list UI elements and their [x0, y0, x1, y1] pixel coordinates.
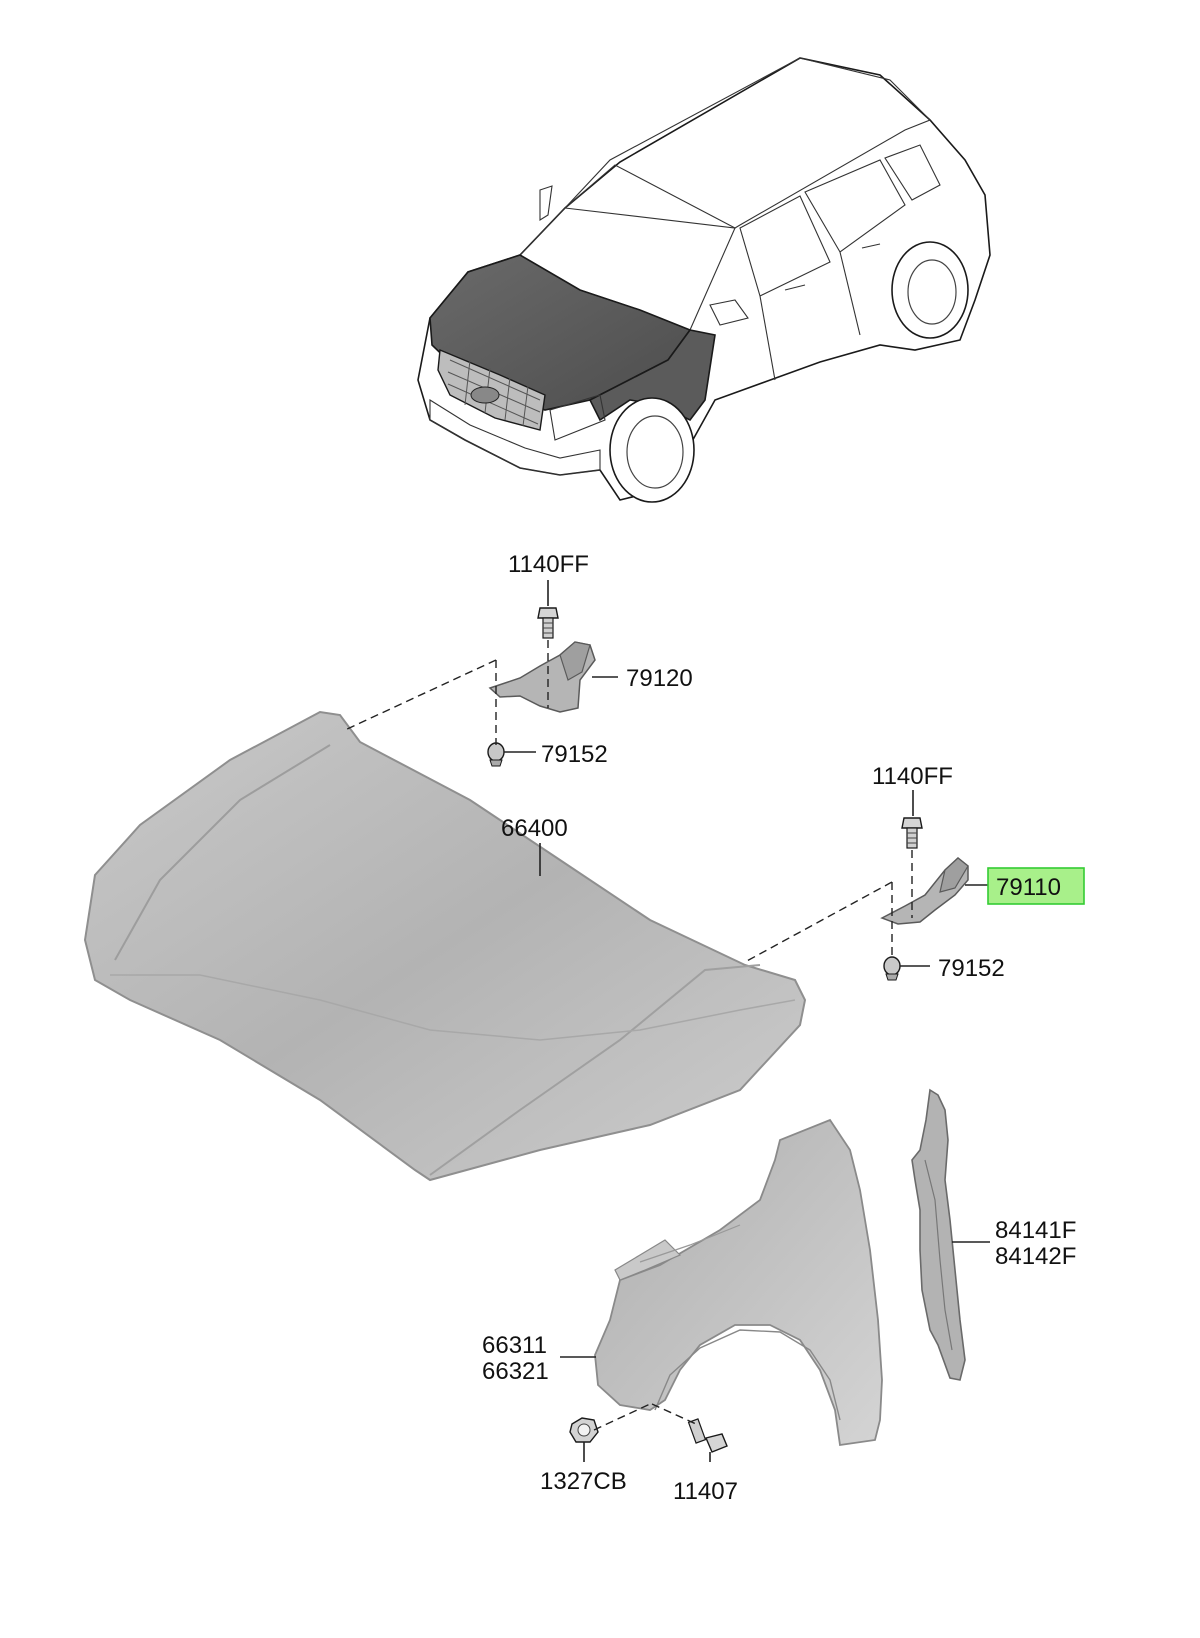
hex-bolt-icon [537, 607, 559, 639]
callout-66400[interactable]: 66400 [501, 815, 568, 842]
flange-bolt-icon [487, 742, 505, 767]
front-fender [594, 1118, 883, 1447]
leader-lines [504, 580, 990, 1462]
callout-79110-highlight [987, 867, 1085, 905]
callout-11407[interactable]: 11407 [673, 1478, 738, 1505]
fender-insulator [911, 1088, 966, 1381]
callout-66311[interactable]: 66311 [482, 1332, 547, 1359]
fender-bolt-icon [687, 1418, 728, 1453]
callout-1140ff-left[interactable]: 1140FF [508, 551, 589, 578]
hex-bolt-icon [901, 817, 923, 849]
hinge-assembly-right [744, 817, 969, 981]
callout-79152-left[interactable]: 79152 [541, 741, 608, 768]
callout-79152-right[interactable]: 79152 [938, 955, 1005, 982]
callout-1327cb[interactable]: 1327CB [540, 1468, 627, 1495]
hinge-assembly-left [344, 607, 596, 767]
vehicle-illustration [417, 57, 991, 503]
callout-84141f[interactable]: 84141F [995, 1217, 1076, 1244]
flange-bolt-icon [883, 956, 901, 981]
flange-nut-icon [569, 1417, 599, 1443]
callout-79120[interactable]: 79120 [626, 665, 693, 692]
hood-panel [83, 710, 807, 1182]
callout-79110[interactable]: 79110 [996, 874, 1061, 901]
callout-1140ff-right[interactable]: 1140FF [872, 763, 953, 790]
callout-66321[interactable]: 66321 [482, 1358, 549, 1385]
callout-84142f[interactable]: 84142F [995, 1243, 1076, 1270]
